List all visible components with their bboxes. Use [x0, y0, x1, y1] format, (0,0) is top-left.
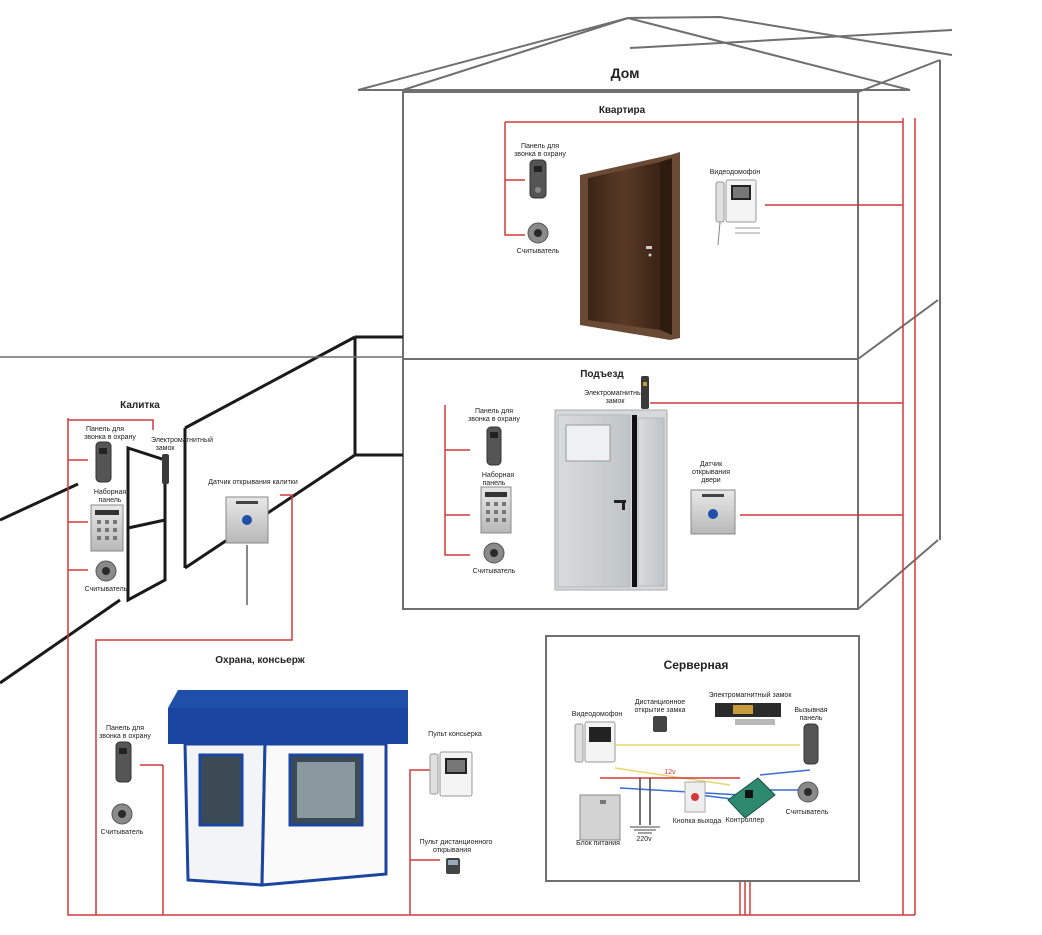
keypad-panel-icon — [480, 486, 512, 534]
apartment-section: Панель для звонка в охрану Считыватель В… — [514, 143, 760, 340]
apartment-reader-label: Считыватель — [517, 248, 560, 255]
guard-panel-label-1: Панель для — [106, 725, 144, 732]
entrance-panel-label-2: звонка в охрану — [468, 416, 520, 423]
gate-lock-label-1: Электромагнитный — [151, 436, 213, 444]
ground-icon — [630, 826, 660, 834]
reader-icon — [111, 803, 133, 825]
reader-icon — [797, 781, 819, 803]
guard-console-label: Пульт консьерка — [428, 731, 482, 738]
videophone-icon — [429, 751, 473, 797]
guard-booth-icon — [168, 690, 408, 887]
apartment-panel-label-1: Панель для — [521, 143, 559, 150]
guard-reader-label: Считыватель — [101, 829, 144, 836]
server-section: Серверная Видеодомофон Дистанционное отк… — [545, 635, 860, 882]
gate-keypad-label-2: панель — [99, 497, 122, 504]
apartment-videophone-label: Видеодомофон — [710, 169, 761, 176]
server-220v-label: 220v — [636, 836, 652, 843]
server-exit-button-label: Кнопка выхода — [673, 818, 722, 825]
gate-section: Панель для звонка в охрану Наборная пане… — [84, 426, 298, 605]
call-panel-icon — [529, 159, 547, 199]
entrance-sensor-label-3: двери — [701, 477, 721, 484]
entrance-title: Подъезд — [580, 369, 624, 380]
entrance-reader-label: Считыватель — [473, 568, 516, 575]
electromagnetic-lock-icon — [641, 376, 649, 409]
call-panel-icon — [115, 741, 132, 783]
call-panel-icon — [803, 723, 819, 765]
apartment-title: Квартира — [599, 105, 646, 116]
gate-title: Калитка — [120, 400, 160, 411]
server-controller-label: Контроллер — [726, 817, 765, 824]
entrance-keypad-label-1: Наборная — [482, 471, 515, 479]
guard-panel-label-2: звонка в охрану — [99, 733, 151, 740]
reader-icon — [527, 222, 549, 244]
apartment-door-icon — [580, 152, 680, 340]
server-psu-label: Блок питания — [576, 840, 620, 847]
server-remote-label-1: Дистанционное — [635, 699, 685, 706]
gate-panel-label-2: звонка в охрану — [84, 434, 136, 441]
server-lock-label: Электромагнитный замок — [709, 691, 793, 699]
power-supply-icon — [579, 794, 621, 841]
server-reader-label: Считыватель — [786, 809, 829, 816]
entrance-section: Электромагнитный замок Панель для звонка… — [468, 376, 736, 591]
gate-wall — [0, 335, 403, 685]
keypad-panel-icon — [90, 504, 124, 552]
videophone-icon — [715, 179, 760, 246]
gate-panel-label-1: Панель для — [86, 426, 124, 433]
entrance-panel-label-1: Панель для — [475, 408, 513, 415]
entrance-door-icon — [554, 409, 668, 591]
entrance-lock-label-1: Электромагнитный — [584, 389, 646, 397]
videophone-icon — [574, 721, 616, 763]
reader-icon — [95, 560, 117, 582]
guard-remote-label-2: открывания — [433, 847, 471, 854]
house-outline — [357, 15, 953, 610]
remote-control-icon — [446, 858, 460, 874]
exit-button-icon — [684, 781, 706, 813]
guard-title: Охрана, консьерж — [215, 655, 305, 666]
server-remote-label-2: открытие замка — [635, 707, 686, 714]
entrance-lock-label-2: замок — [606, 398, 626, 405]
guard-remote-label-1: Пульт дистанционного — [420, 839, 493, 846]
exit-sensor-icon — [225, 496, 269, 605]
remote-control-icon — [653, 716, 667, 732]
guard-section: Панель для звонка в охрану Считыватель П… — [99, 690, 493, 887]
apartment-panel-label-2: звонка в охрану — [514, 151, 566, 158]
entrance-keypad-label-2: панель — [483, 480, 506, 487]
server-call-panel-label-2: панель — [800, 715, 823, 722]
gate-lock-label-2: замок — [156, 445, 176, 452]
server-title: Серверная — [664, 658, 729, 672]
reader-icon — [483, 542, 505, 564]
exit-sensor-icon — [690, 489, 736, 535]
controller-icon — [727, 777, 776, 819]
gate-sensor-label: Датчик открывания калитки — [208, 479, 298, 486]
server-videophone-label: Видеодомофон — [572, 711, 623, 718]
electromagnetic-lock-icon — [162, 454, 169, 484]
server-voltage-12: 12v — [664, 769, 676, 776]
entrance-sensor-label-2: открывания — [692, 469, 730, 476]
gate-reader-label: Считыватель — [85, 586, 128, 593]
gate-keypad-label-1: Наборная — [94, 488, 127, 496]
call-panel-icon — [95, 441, 112, 483]
electromagnetic-lock-icon — [715, 703, 781, 725]
gate-door-icon — [126, 445, 167, 603]
server-call-panel-label-1: Вызывная — [794, 707, 827, 714]
entrance-sensor-label-1: Датчик — [700, 461, 723, 468]
house-title: Дом — [611, 65, 640, 81]
call-panel-icon — [486, 426, 502, 466]
